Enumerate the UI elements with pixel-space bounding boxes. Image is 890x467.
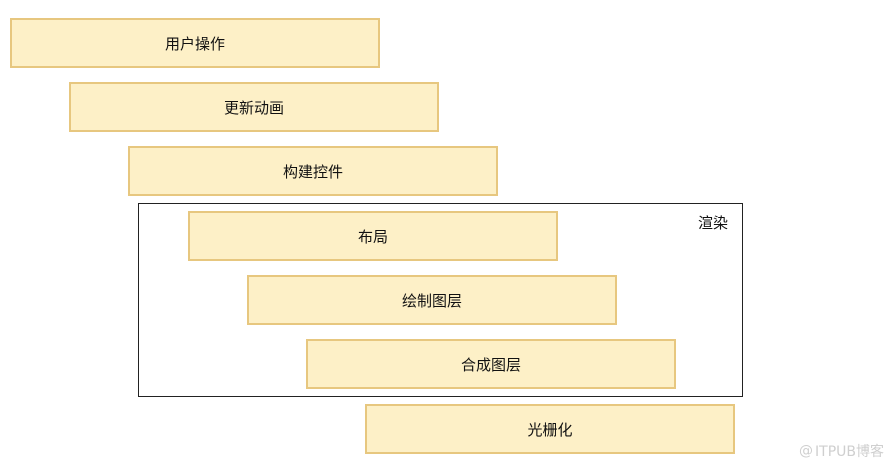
step-label: 合成图层 <box>460 355 521 374</box>
step-user-action: 用户操作 <box>10 18 380 68</box>
step-label: 绘制图层 <box>401 291 462 310</box>
watermark-text: ITPUB博客 <box>815 444 884 460</box>
step-label: 构建控件 <box>282 162 343 181</box>
step-composite-layers: 合成图层 <box>306 339 676 389</box>
step-build-widgets: 构建控件 <box>128 146 498 196</box>
step-rasterize: 光栅化 <box>365 404 735 454</box>
step-label: 布局 <box>357 227 388 246</box>
step-label: 更新动画 <box>223 98 284 117</box>
step-label: 光栅化 <box>527 420 573 439</box>
step-update-animation: 更新动画 <box>69 82 439 132</box>
watermark: @ ITPUB博客 <box>799 441 884 461</box>
step-label: 用户操作 <box>164 34 225 53</box>
step-paint-layers: 绘制图层 <box>247 275 617 325</box>
at-icon: @ <box>799 443 814 459</box>
render-group-label: 渲染 <box>698 214 729 232</box>
step-layout: 布局 <box>188 211 558 261</box>
render-group-box <box>138 203 743 397</box>
